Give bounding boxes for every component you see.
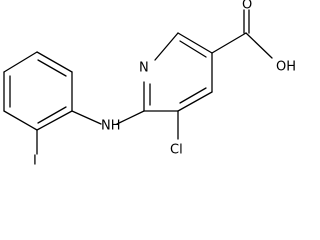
bond — [154, 32, 179, 61]
bond — [3, 110, 38, 131]
bond — [177, 91, 213, 112]
double-bond — [179, 40, 207, 58]
bond — [3, 51, 38, 73]
double-bond — [37, 106, 67, 124]
bond — [245, 32, 273, 59]
double-bond — [179, 87, 207, 104]
iodophenyl-ring — [3, 51, 73, 131]
iodo-label: I — [33, 154, 37, 169]
amine-label: NH — [101, 119, 121, 134]
chloro-label: Cl — [170, 143, 183, 158]
bond — [177, 32, 213, 54]
hydroxyl-label: OH — [276, 60, 296, 75]
bond — [211, 32, 247, 54]
nh-pyridine-bond — [116, 110, 145, 125]
bond — [36, 51, 73, 73]
carbonyl-oxygen-label: O — [242, 0, 252, 13]
ring-nitrogen-label: N — [139, 61, 149, 76]
chemical-structure: N NH Cl I OH O — [3, 0, 296, 169]
bond — [36, 110, 73, 131]
double-bond — [37, 59, 67, 77]
pyridine-ring — [143, 32, 213, 112]
aryl-nh-bond — [71, 110, 102, 125]
carboxylic-acid — [211, 9, 273, 59]
